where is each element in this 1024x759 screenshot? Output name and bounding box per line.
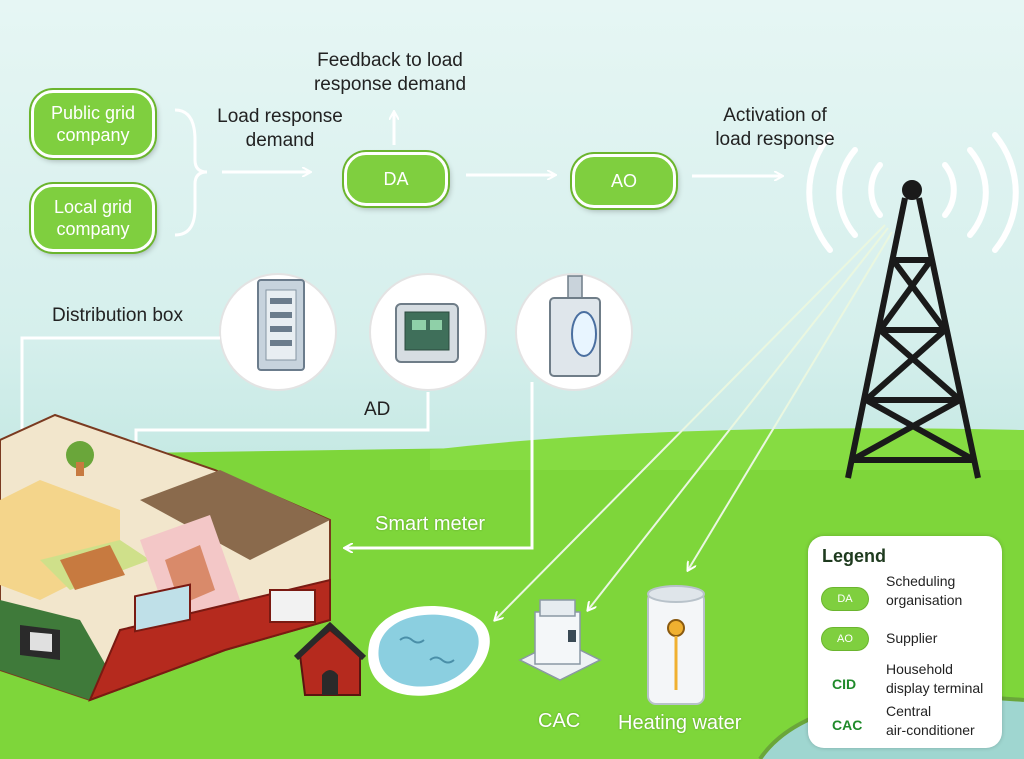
load-response-demand-label: Load response demand — [217, 106, 343, 151]
heating-water-label: Heating water — [618, 712, 742, 734]
radio-waves — [806, 132, 1019, 253]
activation-label: Activation of load response — [715, 105, 835, 150]
legend-cid-text: Household display terminal — [886, 661, 984, 696]
cac-unit — [518, 599, 602, 681]
ao-node: AO — [572, 154, 676, 208]
cac-label: CAC — [538, 710, 581, 732]
da-label: DA — [383, 169, 409, 189]
public-grid-label: Public grid company — [50, 103, 136, 145]
heating-water-tank — [647, 585, 705, 705]
swimming-pool — [368, 606, 490, 696]
ad-label: AD — [364, 399, 391, 420]
local-grid-label: Local grid company — [53, 197, 133, 239]
legend-cid-symbol: CID — [832, 676, 857, 692]
da-node: DA — [344, 152, 448, 206]
legend-ao-text: Supplier — [886, 630, 938, 646]
legend-title: Legend — [822, 546, 887, 566]
local-grid-node: Local grid company — [31, 184, 155, 252]
legend-cac-text: Central air-conditioner — [886, 703, 975, 738]
house-cutaway — [0, 413, 331, 702]
feedback-label: Feedback to load response demand — [313, 50, 467, 95]
distribution-box-device — [219, 273, 337, 391]
legend-panel: Legend DA Scheduling organisation AO Sup… — [808, 536, 1002, 748]
smart-meter-device — [515, 273, 633, 391]
legend-cac-symbol: CAC — [832, 717, 863, 733]
distribution-box-label: Distribution box — [52, 305, 183, 326]
legend-ao-symbol: AO — [822, 628, 868, 650]
legend-da-symbol: DA — [822, 588, 868, 610]
signal-lines — [495, 224, 893, 620]
smart-meter-line — [345, 382, 534, 548]
dog-house — [293, 621, 367, 696]
legend-da-text: Scheduling organisation — [886, 573, 963, 608]
household-display-device — [369, 273, 487, 391]
grid-brace — [174, 108, 208, 237]
smart-meter-label: Smart meter — [375, 513, 486, 535]
transmission-tower — [845, 180, 981, 479]
public-grid-node: Public grid company — [31, 90, 155, 158]
ao-label: AO — [610, 171, 637, 191]
